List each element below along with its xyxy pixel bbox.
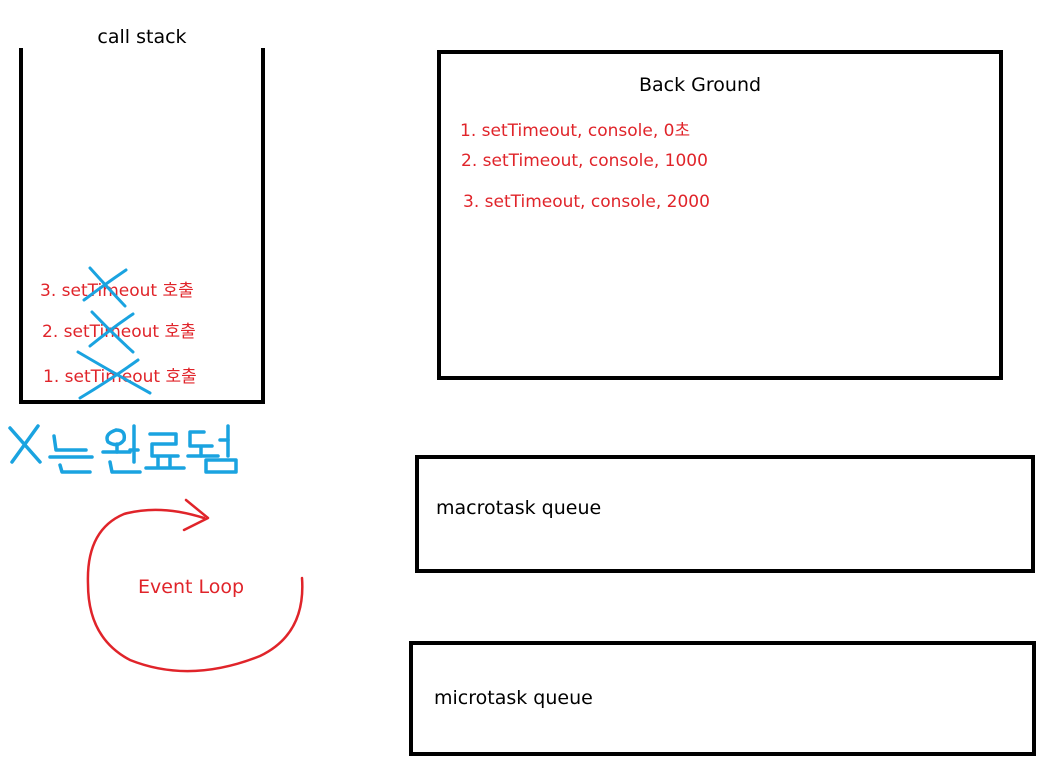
call-stack-item-2: 2. setTimeout 호출 bbox=[42, 322, 196, 342]
background-box: Back Ground 1. setTimeout, console, 0초 2… bbox=[437, 50, 1003, 380]
event-loop-label: Event Loop bbox=[138, 576, 245, 598]
macrotask-queue-box: macrotask queue bbox=[415, 455, 1035, 573]
background-title: Back Ground bbox=[639, 74, 762, 96]
background-item-1: 1. setTimeout, console, 0초 bbox=[460, 121, 691, 141]
call-stack-title: call stack bbox=[97, 26, 187, 48]
call-stack-item-1: 1. setTimeout 호출 bbox=[43, 367, 197, 387]
microtask-queue-box: microtask queue bbox=[409, 641, 1036, 756]
call-stack-item-3: 3. setTimeout 호출 bbox=[40, 281, 194, 301]
handwritten-note-icon bbox=[8, 424, 238, 474]
macrotask-queue-label: macrotask queue bbox=[436, 497, 602, 519]
background-item-2: 2. setTimeout, console, 1000 bbox=[461, 151, 708, 171]
call-stack bbox=[19, 48, 265, 404]
background-item-3: 3. setTimeout, console, 2000 bbox=[463, 192, 710, 212]
microtask-queue-label: microtask queue bbox=[434, 687, 593, 709]
